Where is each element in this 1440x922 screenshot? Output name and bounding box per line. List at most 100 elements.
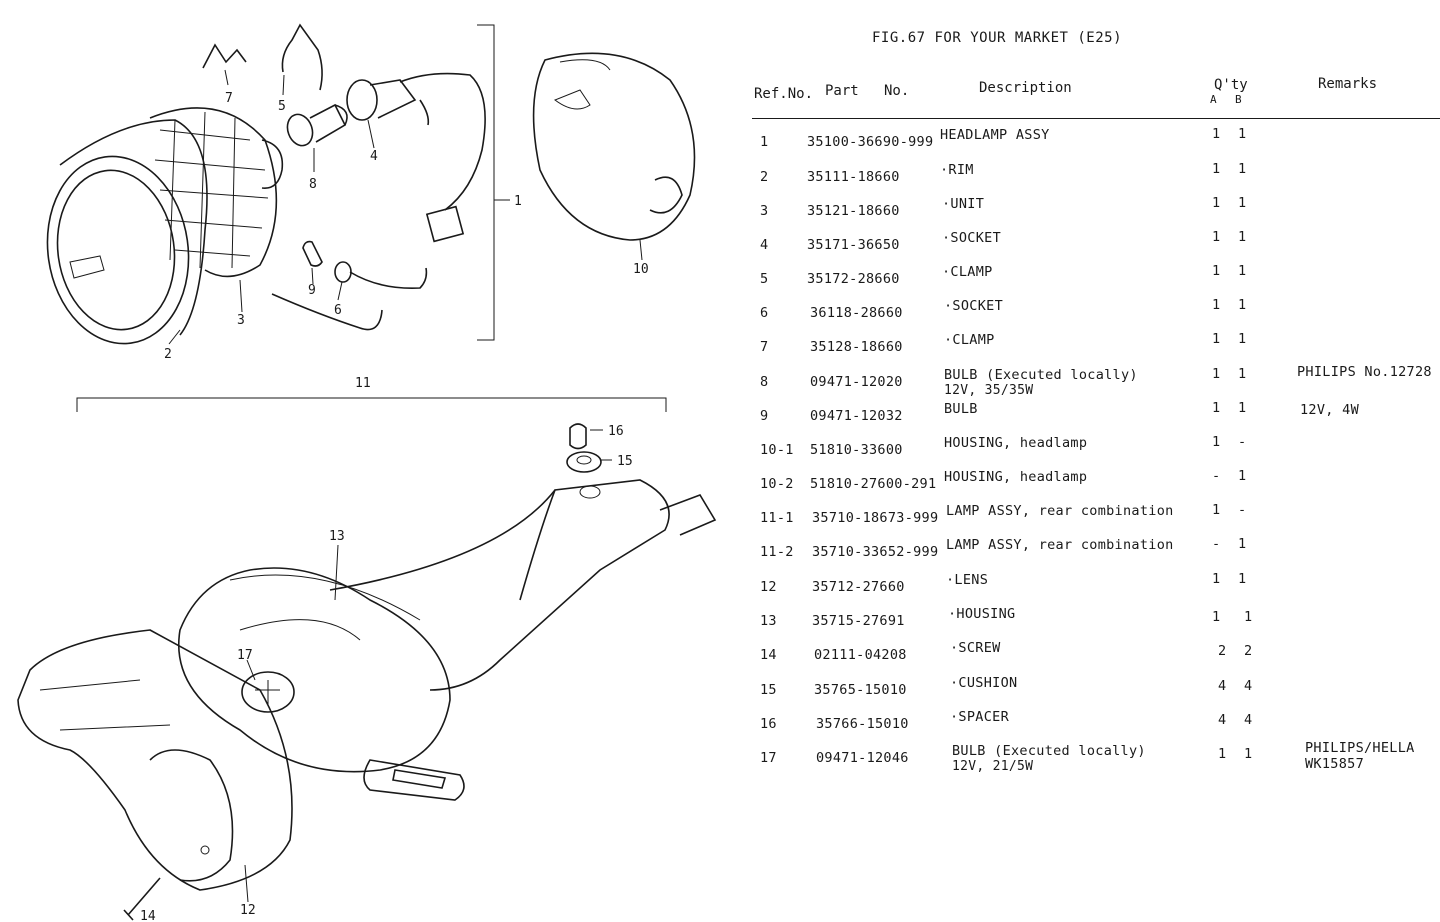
row-qty-a: 1 [1212,366,1221,382]
row-ref-no: 15 [760,682,777,698]
row-qty-b: 4 [1244,712,1253,728]
row-qty-b: 1 [1238,571,1247,587]
row-part-no: 35712-27660 [812,579,905,595]
row-ref-no: 3 [760,203,769,219]
header-part: Part [825,83,859,99]
leader-lines [168,69,643,903]
row-description-detail: 12V, 21/5W [952,759,1034,774]
row-ref-no: 9 [760,408,769,424]
row-remark: PHILIPS/HELLA [1305,740,1415,756]
row-ref-no: 6 [760,305,769,321]
row-qty-b: 1 [1238,297,1247,313]
rear-lens-drawing [17,629,293,891]
row-description: ·SOCKET [944,298,1003,314]
row-part-no: 35710-18673-999 [812,510,939,526]
row-description: ·SCREW [950,640,1001,656]
screw-14-drawing [123,877,161,921]
callout-17: 17 [237,648,253,663]
row-description: ·RIM [940,162,974,178]
header-no: No. [884,83,910,99]
callout-16: 16 [608,424,624,439]
row-ref-no: 10-2 [760,476,794,492]
row-description: ·UNIT [942,196,985,212]
row-part-no: 36118-28660 [810,305,903,321]
clamp-7-drawing [202,43,247,69]
rear-stay-drawing [329,479,717,691]
row-qty-b: 1 [1238,400,1247,416]
row-qty-a: 1 [1212,126,1221,142]
row-ref-no: 13 [760,613,777,629]
callout-3: 3 [237,313,245,328]
row-qty-b: 1 [1238,126,1247,142]
row-part-no: 09471-12032 [810,408,903,424]
headlamp-rim-drawing [46,119,208,345]
license-bracket-drawing [363,759,465,801]
row-ref-no: 14 [760,647,777,663]
row-qty-b: 1 [1238,263,1247,279]
row-qty-a: 1 [1212,229,1221,245]
callout-11: 11 [355,376,371,391]
row-qty-b: - [1238,434,1247,450]
row-part-no: 02111-04208 [814,647,907,663]
row-part-no: 51810-33600 [810,442,903,458]
row-description: ·LENS [946,572,989,588]
header-rule [752,118,1440,119]
callout-9: 9 [308,283,316,298]
row-description: ·SOCKET [942,230,1001,246]
row-remark-detail: WK15857 [1305,756,1364,772]
row-part-no: 35121-18660 [807,203,900,219]
headlamp-unit-drawing [149,107,284,278]
bulb-8-drawing [286,103,348,147]
row-qty-a: 1 [1212,263,1221,279]
callout-14: 14 [140,909,156,922]
row-ref-no: 8 [760,374,769,390]
row-ref-no: 10-1 [760,442,794,458]
row-qty-b: 1 [1238,229,1247,245]
row-description: ·CLAMP [944,332,995,348]
row-part-no: 35171-36650 [807,237,900,253]
callout-2: 2 [164,347,172,362]
callout-10: 10 [633,262,649,277]
row-qty-a: 1 [1212,400,1221,416]
row-part-no: 35766-15010 [816,716,909,732]
callout-7: 7 [225,91,233,106]
headlamp-assy-bracket [477,24,510,341]
row-remark: 12V, 4W [1300,402,1359,418]
exploded-parts-diagram: 7 5 8 4 1 3 2 9 6 10 11 16 15 13 17 12 1… [17,23,717,922]
callout-15: 15 [617,454,633,469]
row-description-detail: 12V, 35/35W [944,383,1034,398]
row-part-no: 35710-33652-999 [812,544,939,560]
row-ref-no: 16 [760,716,777,732]
row-qty-b: 4 [1244,678,1253,694]
callout-4: 4 [370,149,378,164]
callout-13: 13 [329,529,345,544]
clamp-5-drawing [281,23,323,91]
row-qty-b: 1 [1238,331,1247,347]
row-qty-a: 1 [1212,609,1221,625]
row-part-no: 35715-27691 [812,613,905,629]
row-part-no: 35111-18660 [807,169,900,185]
row-part-no: 35128-18660 [810,339,903,355]
row-description: ·HOUSING [948,606,1016,622]
callout-5: 5 [278,99,286,114]
callout-6: 6 [334,303,342,318]
row-qty-b: 1 [1244,609,1253,625]
row-qty-b: 1 [1238,536,1247,552]
row-part-no: 35172-28660 [807,271,900,287]
row-ref-no: 17 [760,750,777,766]
row-ref-no: 12 [760,579,777,595]
row-qty-a: 2 [1218,643,1227,659]
row-description: BULB [944,401,978,417]
row-qty-a: - [1212,536,1221,552]
row-part-no: 09471-12020 [810,374,903,390]
row-qty-b: 1 [1238,161,1247,177]
spacer-cushion-drawing [566,423,602,473]
row-qty-a: - [1212,468,1221,484]
row-description: LAMP ASSY, rear combination [946,503,1174,519]
row-qty-b: 2 [1244,643,1253,659]
socket-6-drawing [271,261,428,331]
row-description: HOUSING, headlamp [944,435,1088,451]
row-part-no: 09471-12046 [816,750,909,766]
header-description: Description [979,80,1072,96]
row-description: HOUSING, headlamp [944,469,1088,485]
